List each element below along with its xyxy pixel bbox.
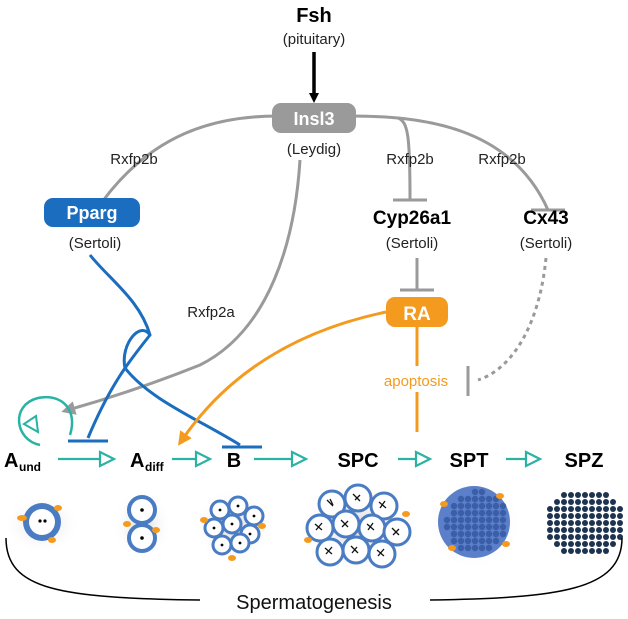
aund-loop-arrowhead: [22, 414, 40, 434]
insl3-label: Insl3: [293, 109, 334, 129]
progression-arrows: [58, 450, 543, 468]
cx43-label: Cx43: [523, 208, 568, 229]
stage-spt: SPT: [450, 450, 489, 472]
stage-spz: SPZ: [565, 450, 604, 472]
cell-adiff: [112, 489, 172, 561]
rxfp2a-arrow: [61, 159, 302, 415]
insl3-arc: [93, 114, 550, 213]
svg-text:A: A: [130, 450, 144, 472]
rxfp2b-cyp26a1-label: Rxfp2b: [386, 151, 434, 168]
spermatogenesis-label: Spermatogenesis: [236, 592, 392, 614]
cyp26a1-label: Cyp26a1: [373, 208, 452, 229]
rxfp2b-pparg-label: Rxfp2b: [110, 151, 158, 168]
svg-text:und: und: [19, 460, 41, 474]
pparg-to-b-inhibit: [122, 329, 241, 447]
svg-text:diff: diff: [145, 460, 165, 474]
pparg-sertoli-label: (Sertoli): [69, 235, 122, 252]
pparg-label: Pparg: [66, 203, 117, 223]
pparg-box: [44, 198, 140, 227]
rxfp2b-cx43-label: Rxfp2b: [478, 151, 526, 168]
cell-spt: [426, 478, 522, 570]
stage-b: B: [227, 450, 241, 472]
insl3-box: [272, 103, 356, 133]
stage-spc: SPC: [337, 450, 378, 472]
pituitary-label: (pituitary): [283, 31, 346, 48]
cx43-sertoli-label: (Sertoli): [520, 235, 573, 252]
pparg-to-aund-inhibit: [86, 254, 152, 439]
stage-adiff: A diff: [130, 450, 165, 474]
leydig-label: (Leydig): [287, 141, 341, 158]
cell-spc: [296, 478, 420, 578]
fsh-label: Fsh: [296, 5, 332, 27]
cx43-dashed-link: [477, 257, 548, 382]
svg-text:A: A: [4, 450, 18, 472]
rxfp2a-label: Rxfp2a: [187, 304, 235, 321]
apoptosis-label: apoptosis: [384, 373, 448, 390]
aund-self-renewal: [17, 395, 74, 447]
cell-aund: [4, 494, 80, 554]
cyp26a1-sertoli-label: (Sertoli): [386, 235, 439, 252]
ra-box: [386, 297, 448, 327]
spermatogenesis-bracket: [5, 537, 623, 601]
insl3-to-cyp26a1: [397, 116, 412, 201]
ra-label: RA: [403, 304, 431, 325]
cell-b: [192, 488, 276, 564]
ra-to-adiff-arrow: [178, 310, 387, 446]
cell-spz: [547, 492, 623, 554]
stage-aund: A und: [4, 450, 41, 474]
